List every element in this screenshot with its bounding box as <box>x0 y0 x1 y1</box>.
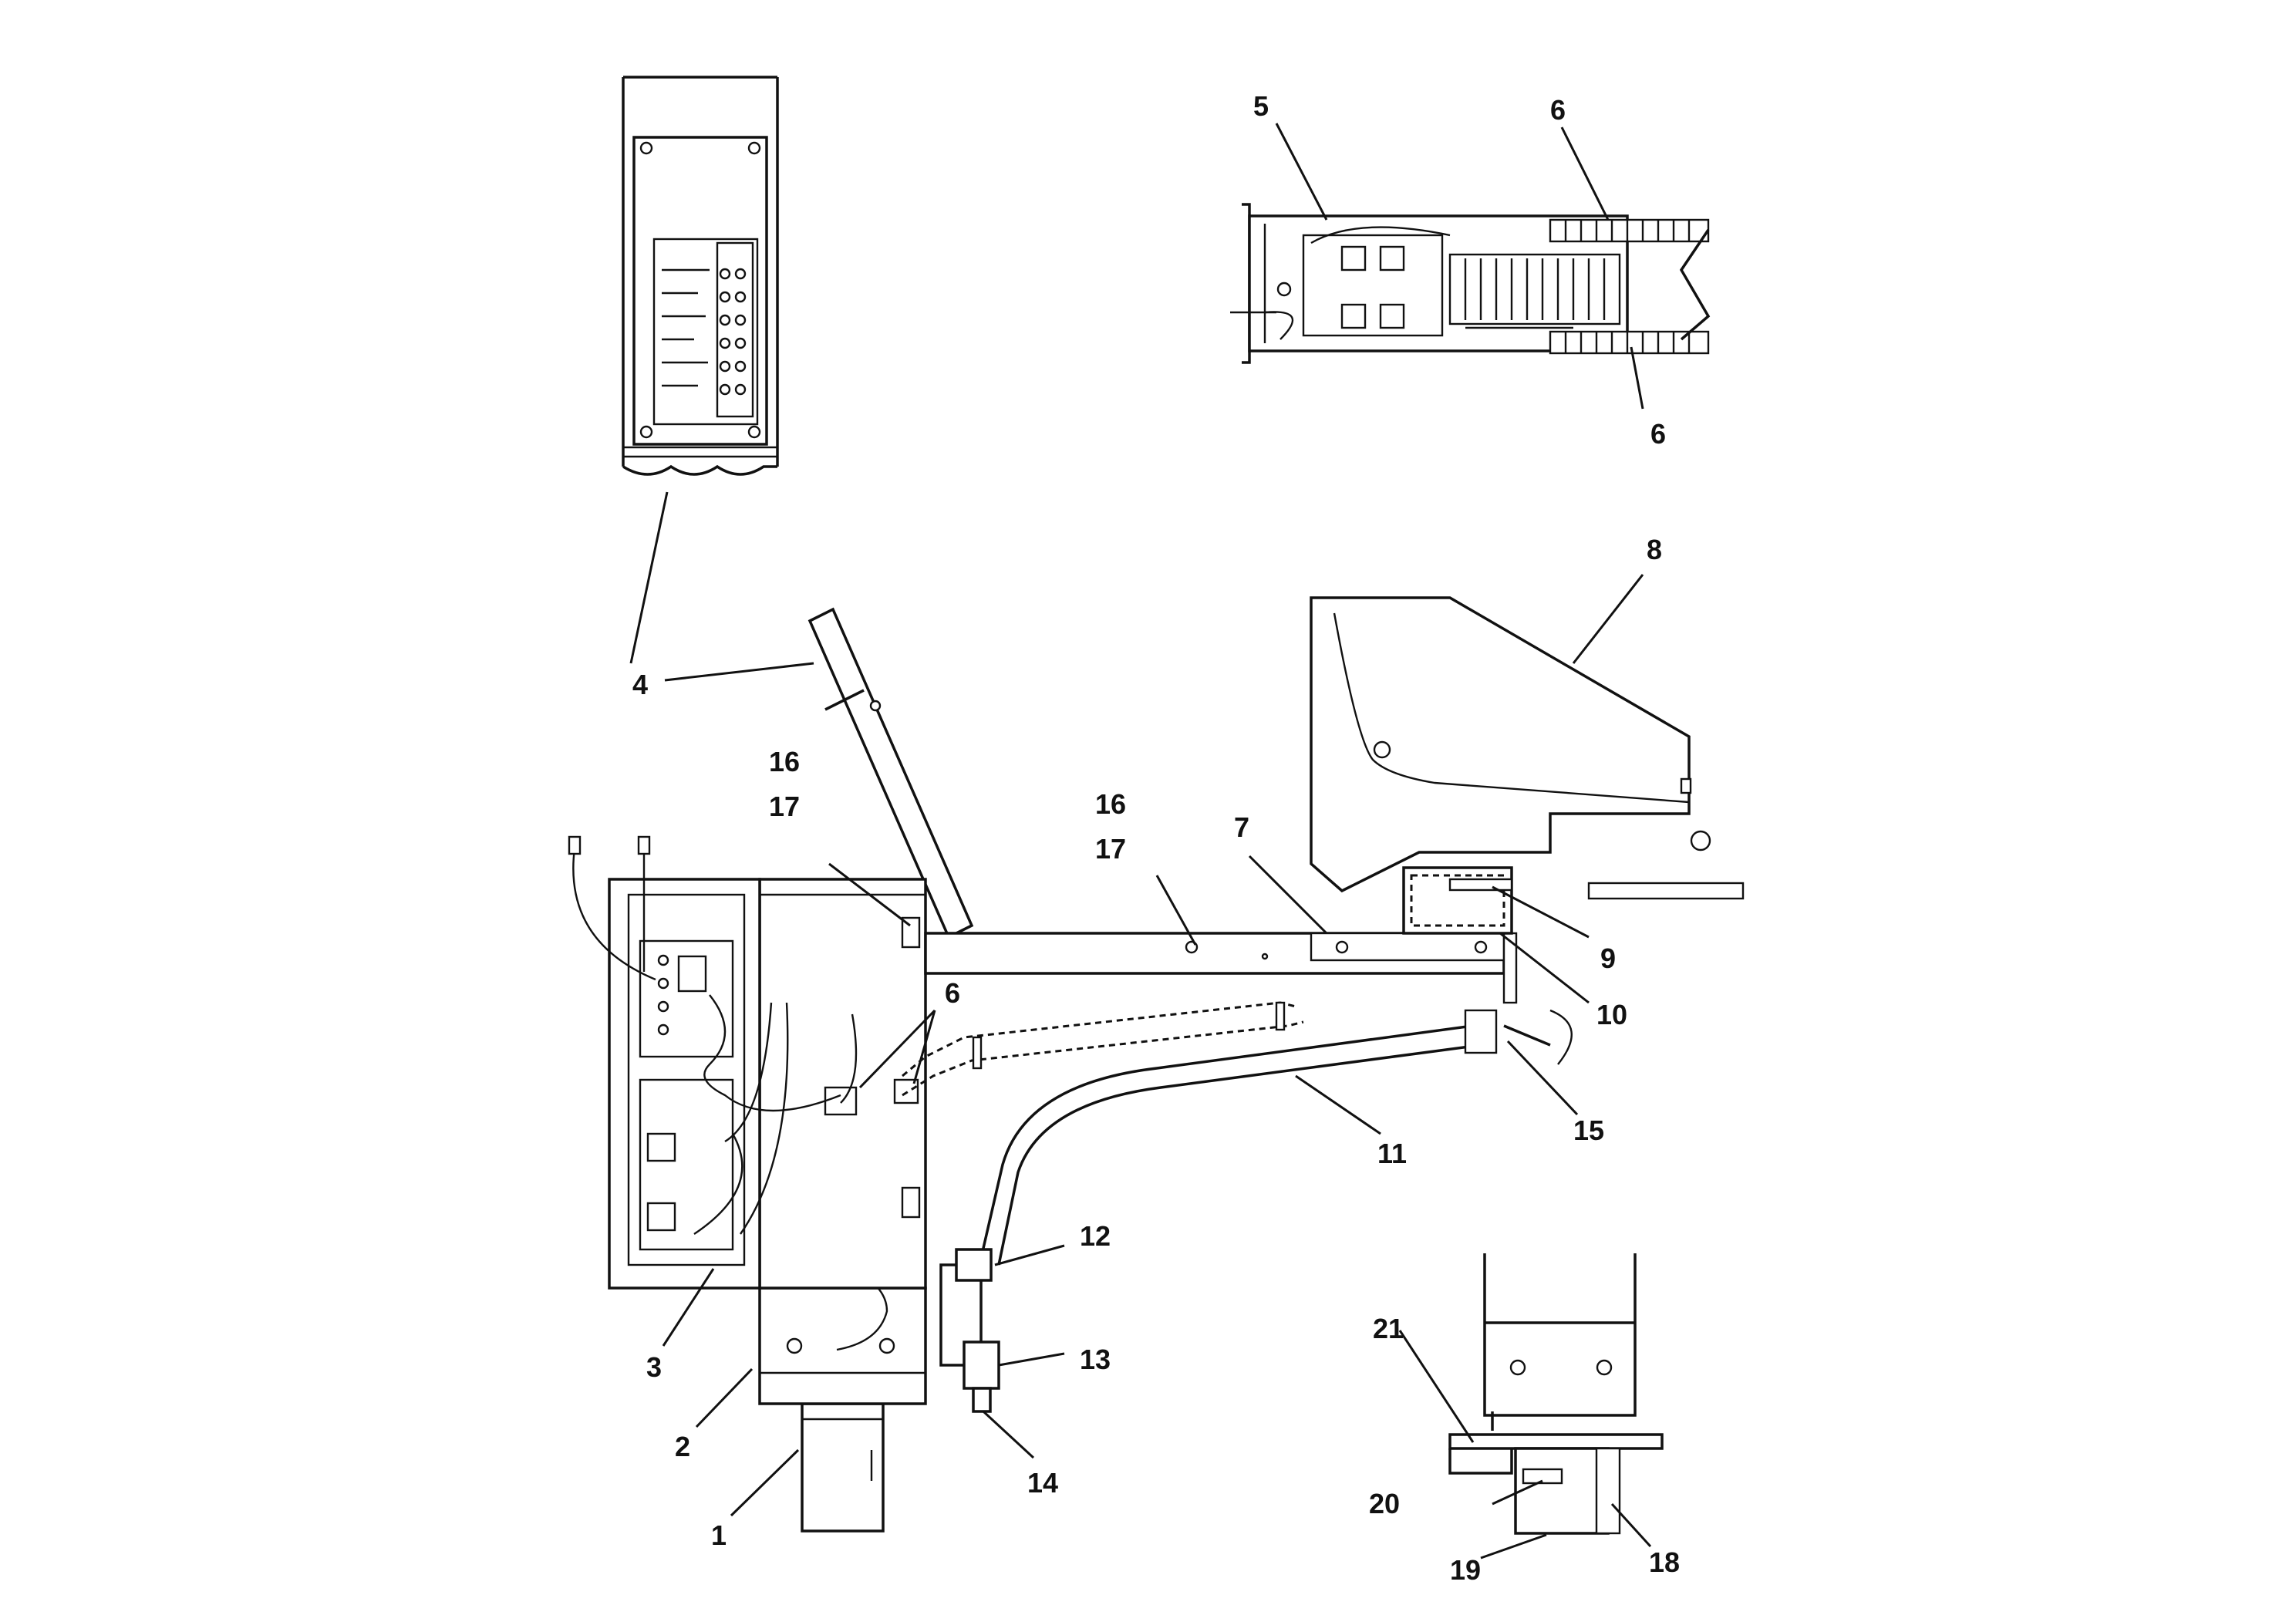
callout-1: 1 <box>711 1519 727 1551</box>
callout-11: 11 <box>1377 1138 1407 1169</box>
callout-19: 19 <box>1450 1554 1481 1586</box>
callout-12: 12 <box>1080 1220 1111 1252</box>
callout-21: 21 <box>1373 1313 1404 1344</box>
callout-16-right: 16 <box>1095 788 1126 820</box>
callout-6-assembly: 6 <box>945 977 960 1009</box>
base-mount-detail <box>1448 1253 1664 1535</box>
callout-10: 10 <box>1596 999 1627 1030</box>
callout-14: 14 <box>1027 1467 1058 1499</box>
callout-17-left: 17 <box>769 791 800 822</box>
callout-9: 9 <box>1600 943 1616 974</box>
callout-17-right: 17 <box>1095 833 1126 865</box>
main-assembly <box>568 596 1745 1533</box>
callout-labels: 1 2 3 4 5 6 6 6 7 8 9 10 11 12 13 14 15 … <box>632 90 1680 1586</box>
callout-20: 20 <box>1369 1488 1400 1519</box>
callout-18: 18 <box>1649 1546 1680 1578</box>
callout-8: 8 <box>1647 534 1662 565</box>
callout-15: 15 <box>1573 1114 1604 1146</box>
callout-13: 13 <box>1080 1344 1111 1375</box>
callout-3: 3 <box>646 1351 662 1383</box>
callout-6-module-top: 6 <box>1550 94 1566 126</box>
callout-16-left: 16 <box>769 746 800 777</box>
control-module-detail <box>1230 203 1711 364</box>
callout-7: 7 <box>1234 811 1249 843</box>
callout-6-module-bottom: 6 <box>1650 418 1666 450</box>
callout-4: 4 <box>632 669 648 700</box>
callout-2: 2 <box>675 1431 690 1462</box>
leader-lines <box>629 123 1652 1560</box>
callout-5: 5 <box>1253 90 1269 122</box>
enclosure-front-detail <box>622 76 779 476</box>
